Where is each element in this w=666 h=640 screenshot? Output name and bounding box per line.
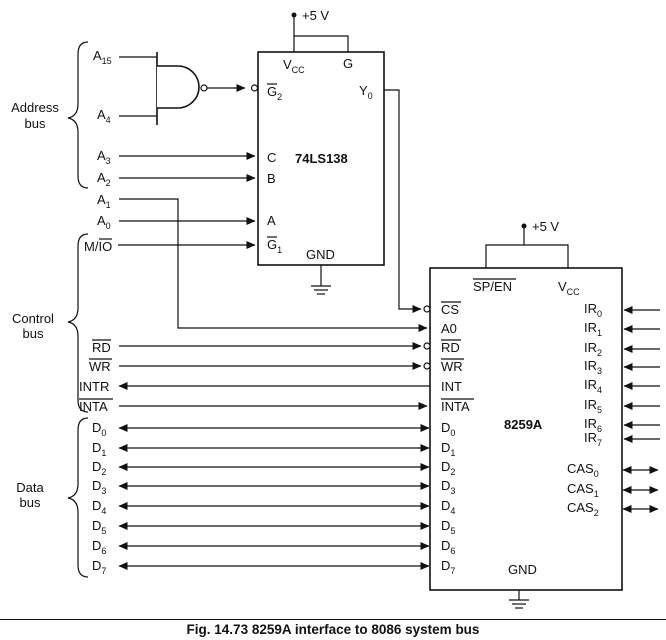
pic-ir0-label: IR0 bbox=[584, 301, 602, 319]
pic-ir-pin-labels: IR0 IR1 IR2 IR3 IR4 IR5 IR6 IR7 bbox=[584, 301, 602, 448]
address-bus-label: Address bus bbox=[11, 100, 59, 131]
ir-input-wires bbox=[623, 306, 660, 443]
signal-a1: A1 bbox=[97, 192, 111, 210]
signal-rd: RD bbox=[92, 340, 111, 355]
nand-gate bbox=[119, 52, 208, 125]
decoder-name: 74LS138 bbox=[295, 151, 348, 166]
pic-power-label: +5 V bbox=[532, 219, 559, 234]
pic-ir6-label: IR6 bbox=[584, 416, 602, 434]
data-bus-wires bbox=[118, 424, 430, 570]
pic-d7-label: D7 bbox=[441, 558, 455, 576]
signal-intr: INTR bbox=[79, 379, 109, 394]
address-bus-brace bbox=[67, 41, 89, 189]
pic-int-label: INT bbox=[441, 379, 462, 394]
svg-text:bus: bus bbox=[25, 116, 46, 131]
signal-d1: D1 bbox=[92, 440, 106, 458]
decoder-power-terminal bbox=[291, 12, 297, 18]
pic-d0-label: D0 bbox=[441, 420, 455, 438]
pic-cas-pin-labels: CAS0 CAS1 CAS2 bbox=[567, 461, 599, 518]
pic-d1-label: D1 bbox=[441, 440, 455, 458]
signal-a0: A0 bbox=[97, 213, 111, 231]
control-bus-brace bbox=[67, 233, 89, 413]
signal-d4: D4 bbox=[92, 498, 106, 516]
svg-text:Control: Control bbox=[12, 311, 54, 326]
pic-name: 8259A bbox=[504, 417, 543, 432]
pic-ir3-label: IR3 bbox=[584, 358, 602, 376]
svg-text:bus: bus bbox=[20, 495, 41, 510]
pic-wr-bubble bbox=[423, 362, 431, 370]
pic-ir7-label: IR7 bbox=[584, 430, 602, 448]
pic-d6-label: D6 bbox=[441, 538, 455, 556]
pic-ir5-label: IR5 bbox=[584, 397, 602, 415]
signal-d3: D3 bbox=[92, 478, 106, 496]
pic-data-pin-labels: D0 D1 D2 D3 D4 D5 D6 D7 bbox=[441, 420, 455, 576]
svg-text:Address: Address bbox=[11, 100, 59, 115]
decoder-vcc-label: VCC bbox=[283, 57, 305, 75]
pic-d2-label: D2 bbox=[441, 459, 455, 477]
decoder-g-label: G bbox=[343, 56, 353, 71]
pic-vcc-wire bbox=[485, 228, 569, 268]
signal-a4: A4 bbox=[97, 107, 111, 125]
signal-d7: D7 bbox=[92, 558, 106, 576]
pic-d5-label: D5 bbox=[441, 518, 455, 536]
data-bus-signal-labels: D0 D1 D2 D3 D4 D5 D6 D7 bbox=[92, 420, 106, 576]
figure-caption: Fig. 14.73 8259A interface to 8086 syste… bbox=[187, 622, 480, 637]
pic-rd-bubble bbox=[423, 342, 431, 350]
pic-cs-bubble bbox=[423, 305, 431, 313]
pic-vcc-label: VCC bbox=[558, 279, 580, 297]
svg-text:Data: Data bbox=[16, 480, 44, 495]
pic-sp-en-label: SP/EN bbox=[473, 279, 512, 294]
pic-rd-label: RD bbox=[441, 340, 460, 355]
a1-to-pic-a0-wire bbox=[119, 198, 428, 332]
pic-gnd-label: GND bbox=[508, 562, 537, 577]
signal-wr: WR bbox=[89, 359, 111, 374]
decoder-c-label: C bbox=[267, 150, 276, 165]
pic-ir2-label: IR2 bbox=[584, 340, 602, 358]
decoder-b-label: B bbox=[267, 171, 276, 186]
cas-wires bbox=[622, 466, 659, 513]
pic-ir4-label: IR4 bbox=[584, 377, 602, 395]
pic-inta-label: INTA bbox=[441, 399, 470, 414]
pic-d4-label: D4 bbox=[441, 498, 455, 516]
decoder-gnd-label: GND bbox=[306, 247, 335, 262]
decoder-ground-symbol bbox=[311, 265, 331, 295]
signal-d6: D6 bbox=[92, 538, 106, 556]
pic-cas2-label: CAS2 bbox=[567, 500, 599, 518]
signal-mio: M/IO bbox=[84, 239, 112, 254]
decoder-power-label: +5 V bbox=[302, 8, 329, 23]
decoder-g1-label: G1 bbox=[267, 237, 282, 255]
signal-a3: A3 bbox=[97, 148, 111, 166]
pic-8259a bbox=[429, 267, 623, 591]
signal-a2: A2 bbox=[97, 170, 111, 188]
decoder-y0-label: Y0 bbox=[359, 83, 373, 101]
decoder-vcc-wire bbox=[293, 17, 349, 52]
control-bus-label: Control bus bbox=[12, 311, 54, 341]
signal-d5: D5 bbox=[92, 518, 106, 536]
pic-cas1-label: CAS1 bbox=[567, 481, 599, 499]
signal-a15: A15 bbox=[93, 48, 112, 66]
signal-d0: D0 bbox=[92, 420, 106, 438]
data-bus-label: Data bus bbox=[16, 480, 44, 510]
svg-text:bus: bus bbox=[23, 326, 44, 341]
y0-to-cs-wire bbox=[384, 89, 422, 313]
pic-a0-label: A0 bbox=[441, 321, 457, 336]
pic-d3-label: D3 bbox=[441, 478, 455, 496]
decoder-74ls138 bbox=[257, 51, 385, 266]
pic-power-terminal bbox=[521, 223, 527, 229]
decoder-g2-label: G2 bbox=[267, 84, 282, 102]
signal-inta: INTA bbox=[79, 399, 108, 414]
data-bus-brace bbox=[67, 417, 89, 578]
decoder-g2-bubble bbox=[250, 84, 259, 92]
pic-cs-label: CS bbox=[441, 302, 459, 317]
pic-wr-label: WR bbox=[441, 359, 463, 374]
pic-ground-symbol bbox=[509, 590, 529, 609]
decoder-a-label: A bbox=[267, 213, 276, 228]
pic-cas0-label: CAS0 bbox=[567, 461, 599, 479]
pic-ir1-label: IR1 bbox=[584, 320, 602, 338]
signal-d2: D2 bbox=[92, 459, 106, 477]
